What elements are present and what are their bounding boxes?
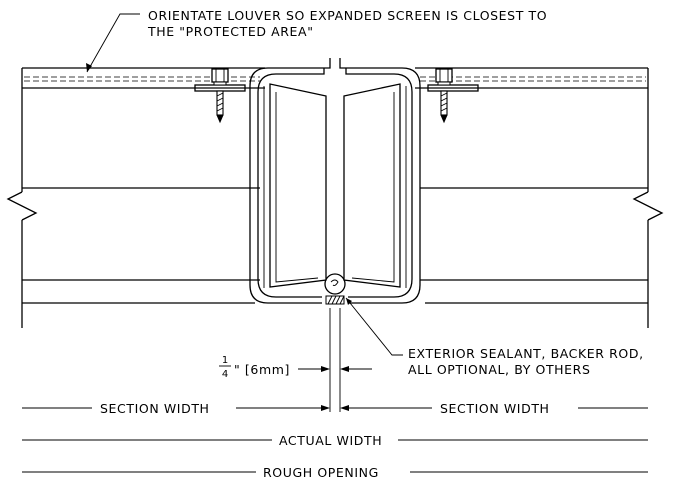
actual-width-label: ACTUAL WIDTH (279, 433, 382, 448)
frame-right (415, 67, 664, 328)
gap-fraction-denominator: 4 (222, 369, 228, 380)
gap-fraction-numerator: 1 (222, 355, 228, 366)
backer-rod-sealant (324, 273, 346, 305)
rough-opening-label: ROUGH OPENING (263, 465, 379, 480)
orientation-note-line1: ORIENTATE LOUVER SO EXPANDED SCREEN IS C… (148, 8, 547, 23)
frame-left (6, 67, 265, 328)
mullion-channel-right (339, 58, 421, 304)
gap-arrow-left (321, 366, 330, 372)
sealant-note-line1: EXTERIOR SEALANT, BACKER ROD, (408, 346, 644, 361)
section-width-right-label: SECTION WIDTH (440, 401, 550, 416)
sealant-note-line2: ALL OPTIONAL, BY OTHERS (408, 362, 591, 377)
mullion-channel-left (249, 58, 331, 304)
sealant-leader (345, 297, 403, 356)
fastener-right-icon (427, 68, 479, 124)
gap-dimension-label: " [6mm] (234, 362, 290, 377)
fastener-left-icon (194, 68, 246, 124)
orientation-leader (86, 13, 140, 73)
section-width-left-label: SECTION WIDTH (100, 401, 210, 416)
orientation-note-line2: THE "PROTECTED AREA" (147, 24, 314, 39)
section-width-left-arrow (321, 405, 330, 411)
gap-arrow-right (340, 366, 349, 372)
sealant-leader-arrow (346, 298, 352, 305)
